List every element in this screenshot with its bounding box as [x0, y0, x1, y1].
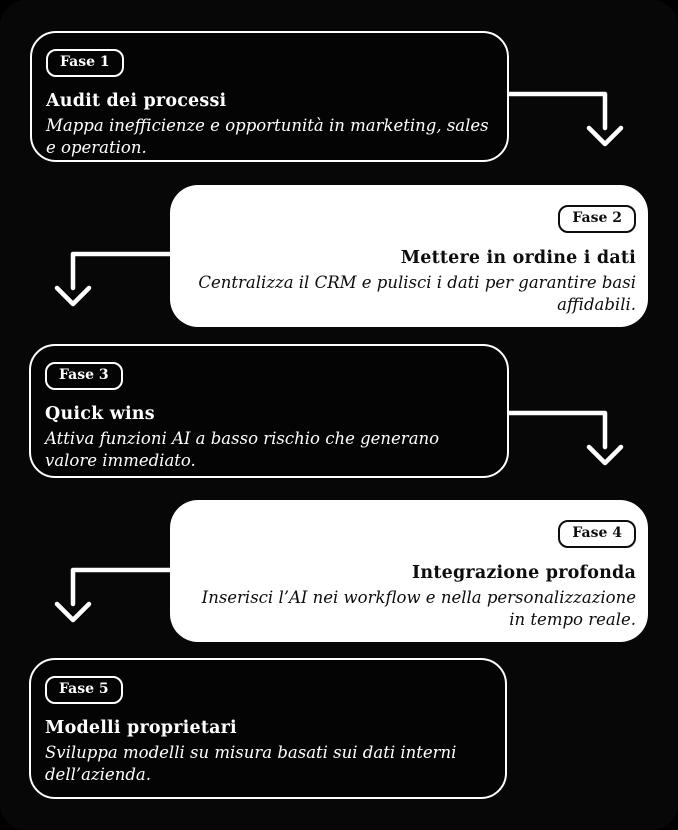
phase-5-description: Sviluppa modelli su misura basati sui da…	[45, 742, 491, 786]
phase-5-description-line-2: dell’azienda.	[45, 765, 151, 785]
phase-4-description: Inserisci l’AI nei workflow e nella pers…	[202, 587, 636, 631]
phase-4-card: Fase 4 Integrazione profonda Inserisci l…	[170, 500, 648, 642]
phase-1-badge: Fase 1	[46, 49, 124, 78]
phase-4-description-line-2: in tempo reale.	[509, 610, 636, 630]
arrow-after-phase-4-down-left-icon	[54, 567, 173, 623]
phase-3-description-line-2: valore immediato.	[45, 451, 196, 471]
phase-5-title: Modelli proprietari	[45, 718, 237, 739]
phase-1-description-line-1: Mappa inefficienze e opportunità in mark…	[46, 116, 489, 136]
phase-3-title: Quick wins	[45, 404, 155, 425]
phase-3-description: Attiva funzioni AI a basso rischio che g…	[45, 428, 493, 472]
phase-4-description-line-1: Inserisci l’AI nei workflow e nella pers…	[201, 588, 636, 608]
phase-4-title: Integrazione profonda	[412, 563, 636, 584]
phase-1-card: Fase 1 Audit dei processi Mappa ineffici…	[30, 31, 509, 162]
phase-5-badge: Fase 5	[45, 676, 123, 705]
phase-2-badge: Fase 2	[558, 205, 636, 234]
phase-5-description-line-1: Sviluppa modelli su misura basati sui da…	[45, 743, 457, 763]
arrow-after-phase-2-down-left-icon	[54, 251, 173, 307]
phase-2-description: Centralizza il CRM e pulisci i dati per …	[198, 272, 636, 316]
arrow-after-phase-3-down-right-icon	[506, 410, 624, 466]
arrow-after-phase-1-down-right-icon	[506, 91, 624, 147]
phase-1-title: Audit dei processi	[46, 91, 227, 112]
phase-3-badge: Fase 3	[45, 362, 123, 391]
phase-3-card: Fase 3 Quick wins Attiva funzioni AI a b…	[29, 344, 509, 478]
phase-4-badge: Fase 4	[558, 520, 636, 549]
phase-2-title: Mettere in ordine i dati	[400, 248, 636, 269]
phase-1-description-line-2: e operation.	[46, 138, 147, 158]
phase-2-description-line-2: affidabili.	[557, 295, 636, 315]
phase-5-card: Fase 5 Modelli proprietari Sviluppa mode…	[29, 658, 507, 799]
phase-3-description-line-1: Attiva funzioni AI a basso rischio che g…	[45, 429, 440, 449]
phase-1-description: Mappa inefficienze e opportunità in mark…	[46, 115, 493, 159]
phase-2-description-line-1: Centralizza il CRM e pulisci i dati per …	[198, 273, 636, 293]
phase-2-card: Fase 2 Mettere in ordine i dati Centrali…	[170, 185, 648, 327]
